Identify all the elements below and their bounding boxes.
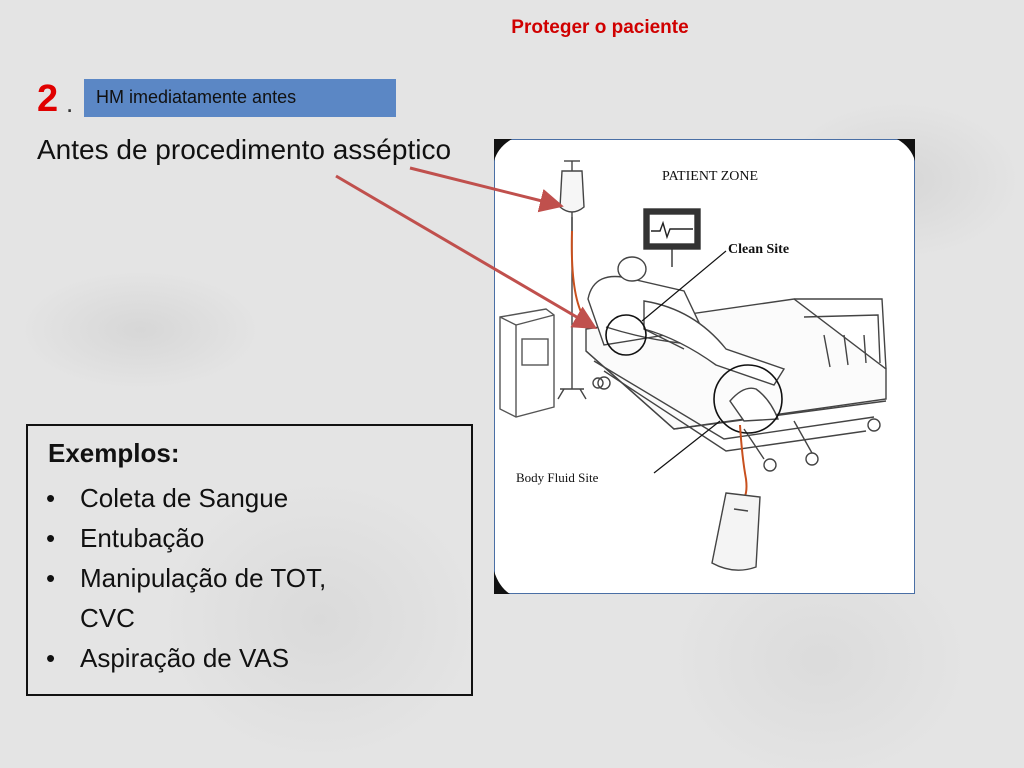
iv-bag [557,160,604,400]
patient-zone-label: PATIENT ZONE [662,169,758,184]
cabinet [499,308,555,418]
slide-subheading: Antes de procedimento asséptico [37,134,452,165]
patient-figure [587,256,786,386]
examples-box: Exemplos: Coleta de Sangue Entubação Man… [26,424,473,696]
arrow-to-iv-bag [409,166,564,213]
examples-item: Manipulação de TOT, CVC [42,558,380,638]
step-number-dot: . [66,88,74,118]
body-fluid-site-label: Body Fluid Site [516,470,599,485]
examples-item: Entubação [42,518,380,558]
body-fluid-site-circle [713,364,783,434]
clean-site-label: Clean Site [728,242,789,257]
drainage-bag [711,492,761,571]
examples-item: Coleta de Sangue [42,478,380,518]
patient-zone-drawing: PATIENT ZONE Clean Site Body Fluid Site [494,139,915,594]
slide-title: Proteger o paciente [511,17,689,38]
arrow-to-clean-site [335,174,598,330]
examples-title: Exemplos: [48,438,180,468]
examples-list: Coleta de Sangue Entubação Manipulação d… [42,478,380,678]
step-number: 2 [37,78,59,120]
monitor-icon [643,208,701,267]
clean-site-circle [605,314,647,356]
moment-tag: HM imediatamente antes [84,79,396,117]
examples-item: Aspiração de VAS [42,638,380,678]
patient-zone-illustration: PATIENT ZONE Clean Site Body Fluid Site [494,139,915,594]
